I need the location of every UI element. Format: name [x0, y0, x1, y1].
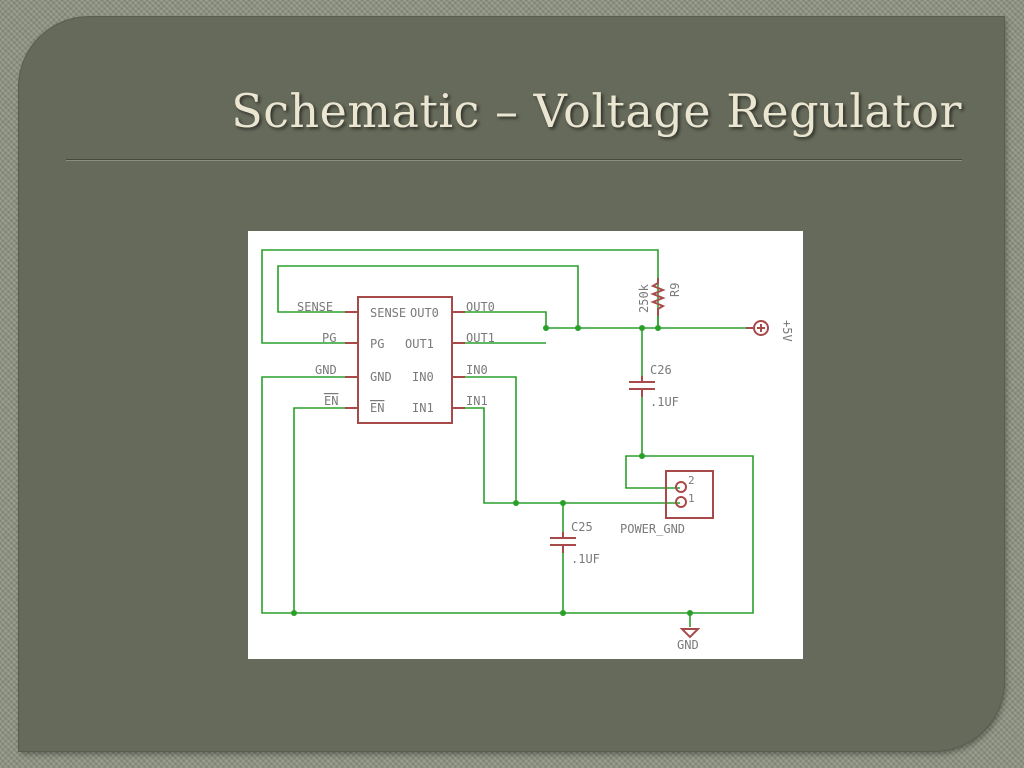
- wire-gnd-left: [261, 376, 754, 614]
- schematic-diagram: SENSE PG GND EN SENSE PG GND EN OUT0 OUT…: [248, 231, 803, 659]
- junction: [655, 325, 661, 331]
- r9-name: R9: [668, 283, 682, 297]
- connector-pin1-label: 1: [688, 492, 695, 505]
- junction: [687, 610, 693, 616]
- slide-title: Schematic – Voltage Regulator: [231, 84, 962, 138]
- junctions: [291, 325, 693, 616]
- inside-label-out1: OUT1: [405, 337, 434, 351]
- supply-label: +5V: [780, 320, 794, 342]
- capacitor-c25-plates: [550, 537, 576, 546]
- wire-in0: [455, 376, 517, 503]
- inside-label-en: EN: [370, 401, 384, 415]
- regulator-body: [357, 296, 453, 424]
- wire-sense-loop: [277, 265, 579, 328]
- junction: [639, 453, 645, 459]
- pin-label-pg: PG: [322, 331, 336, 345]
- inside-label-in1: IN1: [412, 401, 434, 415]
- c26-name: C26: [650, 363, 672, 377]
- wire-pg-loop: [261, 249, 659, 344]
- pin-label-sense: SENSE: [297, 300, 333, 314]
- junction: [560, 610, 566, 616]
- schematic-svg: SENSE PG GND EN SENSE PG GND EN OUT0 OUT…: [261, 249, 794, 652]
- wire-en: [293, 407, 345, 613]
- inside-label-in0: IN0: [412, 370, 434, 384]
- junction: [291, 610, 297, 616]
- resistor-zigzag: [650, 278, 666, 316]
- capacitor-c26-plates: [629, 381, 655, 390]
- junction: [575, 325, 581, 331]
- supply-plus: [757, 324, 765, 332]
- inside-label-out0: OUT0: [410, 306, 439, 320]
- c26-value: .1UF: [650, 395, 679, 409]
- ground-triangle: [679, 628, 701, 639]
- pin-label-in0: IN0: [466, 363, 488, 377]
- title-divider: [66, 159, 962, 161]
- junction: [543, 325, 549, 331]
- pin-label-out1: OUT1: [466, 331, 495, 345]
- resistor-r9: 250k R9: [637, 278, 682, 316]
- supply-circle: [753, 320, 769, 336]
- regulator-ic: SENSE PG GND EN SENSE PG GND EN OUT0 OUT…: [297, 296, 495, 424]
- ground-label: GND: [677, 638, 699, 652]
- pin-label-gnd: GND: [315, 363, 337, 377]
- junction: [513, 500, 519, 506]
- wire-out0: [455, 311, 547, 328]
- r9-value: 250k: [637, 283, 651, 313]
- capacitor-c26: C26 .1UF: [629, 363, 679, 409]
- inside-label-sense: SENSE: [370, 306, 406, 320]
- c25-name: C25: [571, 520, 593, 534]
- wire-in1: [455, 407, 680, 504]
- wires: [261, 249, 754, 627]
- wire-pin2: [625, 455, 680, 489]
- connector-pin2-label: 2: [688, 474, 695, 487]
- capacitor-c25: C25 .1UF: [550, 520, 600, 566]
- inside-label-gnd: GND: [370, 370, 392, 384]
- junction: [639, 325, 645, 331]
- connector-pin2: [675, 481, 687, 493]
- pin-label-in1: IN1: [466, 394, 488, 408]
- pin-label-out0: OUT0: [466, 300, 495, 314]
- connector-name: POWER_GND: [620, 522, 685, 536]
- pin-label-en: EN: [324, 394, 338, 408]
- inside-label-pg: PG: [370, 337, 384, 351]
- regulator-pin-stubs: [345, 311, 465, 409]
- supply-5v: +5V: [746, 320, 794, 342]
- junction: [560, 500, 566, 506]
- c25-value: .1UF: [571, 552, 600, 566]
- connector-power-gnd: 2 1 POWER_GND: [620, 470, 714, 536]
- ground-symbol: GND: [677, 628, 701, 652]
- connector-pin1: [675, 496, 687, 508]
- connector-body: [665, 470, 714, 519]
